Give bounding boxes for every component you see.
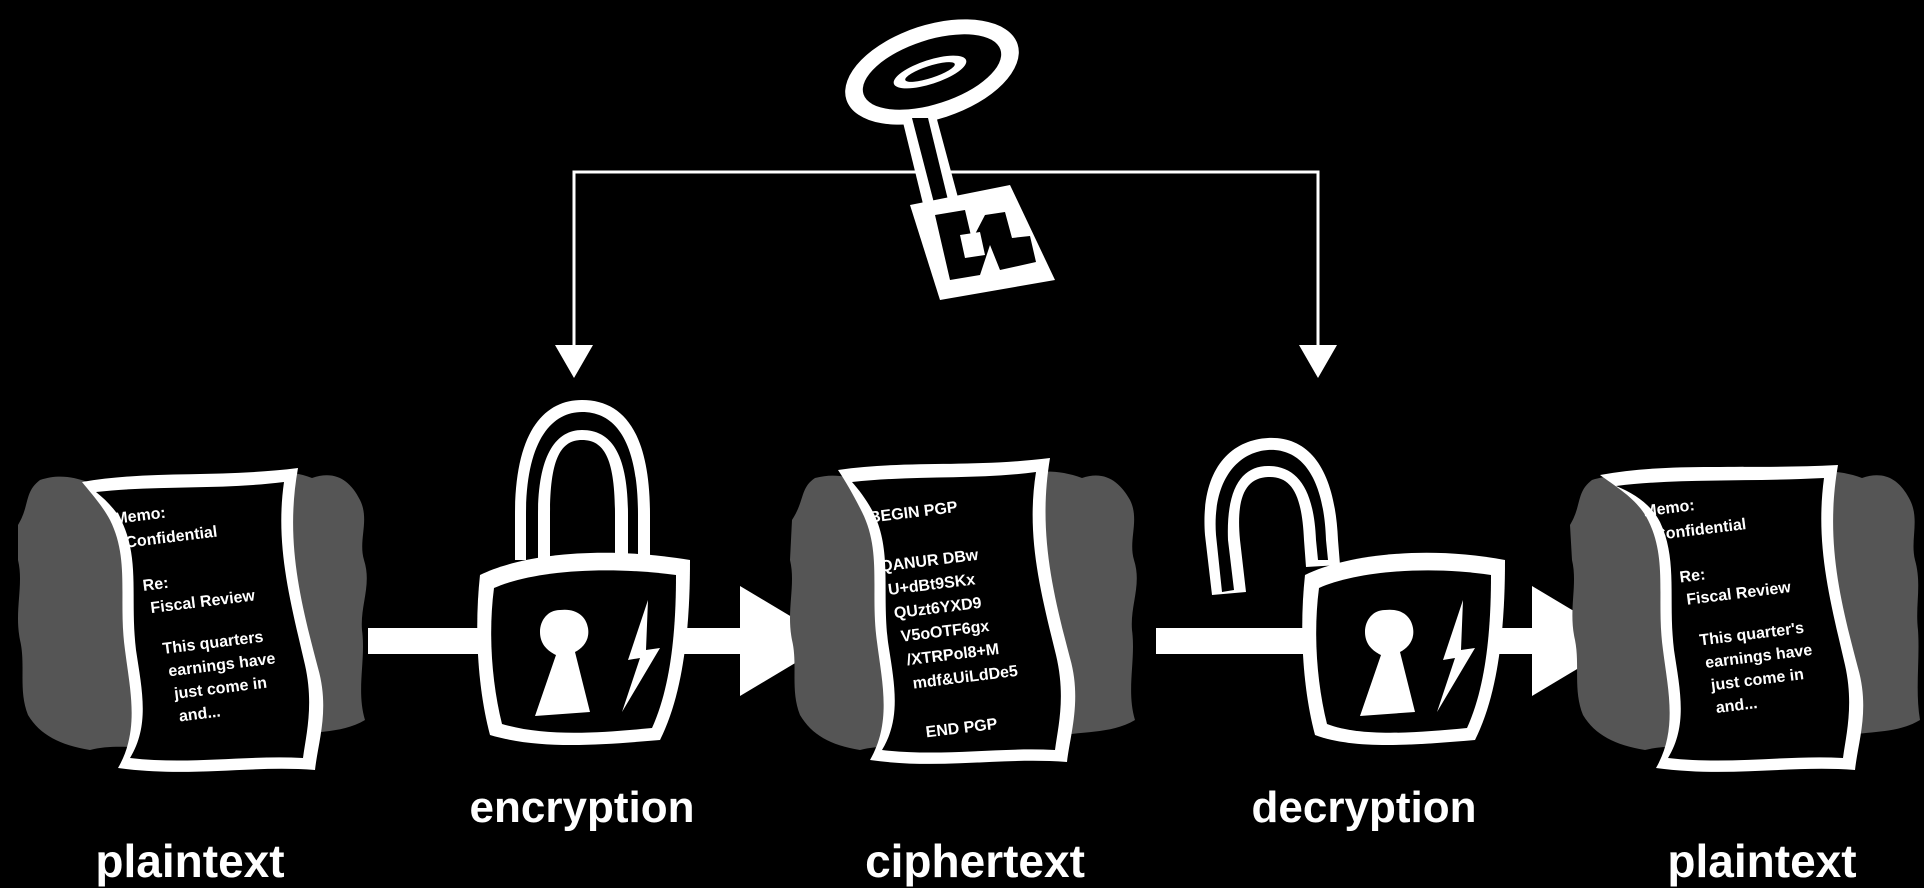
arrow-down-to-encryption bbox=[555, 345, 593, 378]
doc-line: Re: bbox=[1679, 566, 1707, 586]
plaintext-document-right: Memo: Confidential Re: Fiscal Review Thi… bbox=[1570, 465, 1920, 772]
doc-line: and... bbox=[178, 703, 222, 725]
doc-line: and... bbox=[1715, 695, 1759, 717]
arrow-down-to-decryption bbox=[1299, 345, 1337, 378]
plaintext-document-left: Memo: Confidential Re: Fiscal Review Thi… bbox=[18, 468, 367, 772]
decryption-label: decryption bbox=[1252, 783, 1477, 832]
unlocked-padlock-icon bbox=[1204, 437, 1505, 745]
plaintext-label-left: plaintext bbox=[95, 835, 284, 887]
ciphertext-document: BEGIN PGP QANUR DBw U+dBt9SKx QUzt6YXD9 … bbox=[790, 458, 1137, 764]
ciphertext-label: ciphertext bbox=[865, 835, 1085, 887]
doc-line: Re: bbox=[142, 575, 170, 595]
key-icon bbox=[845, 19, 1055, 300]
doc-line: Memo: bbox=[113, 505, 166, 528]
locked-padlock-icon bbox=[477, 400, 690, 745]
doc-line: Memo: bbox=[1642, 497, 1695, 520]
plaintext-label-right: plaintext bbox=[1667, 835, 1856, 887]
encryption-label: encryption bbox=[470, 783, 695, 832]
arrow-head-to-ciphertext bbox=[740, 586, 832, 696]
